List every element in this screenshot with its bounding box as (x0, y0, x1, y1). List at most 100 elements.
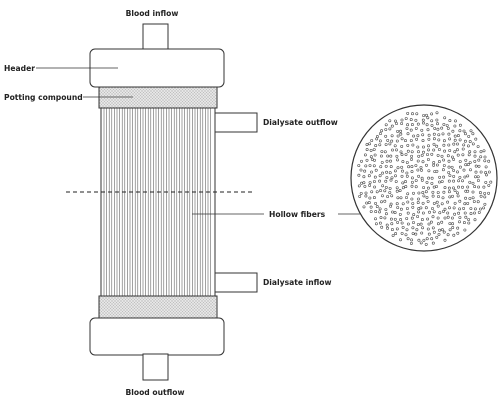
fiber-hole (461, 153, 465, 157)
fiber-hole (396, 158, 399, 162)
fiber-hole (432, 163, 436, 167)
fiber-hole (473, 150, 477, 154)
fiber-hole (411, 226, 415, 230)
fiber-hole (421, 191, 425, 195)
fiber-hole (401, 181, 405, 185)
fiber-hole (405, 228, 409, 232)
fiber-hole (396, 196, 400, 200)
fiber-hole (448, 137, 452, 141)
fiber-hole (479, 150, 483, 154)
fiber-hole (414, 179, 418, 182)
fiber-hole (414, 185, 418, 189)
fiber-hole (406, 237, 410, 241)
fiber-hole (388, 127, 392, 131)
fiber-hole (454, 119, 457, 123)
fiber-hole (462, 221, 466, 225)
fiber-hole (431, 190, 435, 194)
fiber-hole (440, 220, 444, 224)
fiber-hole (436, 204, 440, 208)
fiber-hole (401, 169, 404, 173)
fiber-hole (466, 144, 470, 148)
fiber-hole (432, 132, 436, 136)
fiber-hole (462, 206, 466, 210)
cross-section-fiber-holes (357, 111, 493, 246)
fiber-hole (384, 208, 388, 211)
fiber-hole (400, 174, 404, 178)
fiber-hole (395, 186, 399, 190)
fiber-hole (405, 217, 409, 220)
fiber-hole (469, 212, 473, 216)
fiber-hole (415, 137, 419, 141)
dialysate-outflow-port (209, 112, 258, 133)
fiber-hole (383, 150, 387, 154)
fiber-hole (435, 235, 439, 239)
fiber-hole (372, 148, 376, 151)
fiber-hole (435, 169, 439, 173)
blood-outflow-label: Blood outflow (125, 388, 184, 397)
fiber-hole (471, 132, 475, 136)
fiber-hole (426, 153, 429, 156)
fiber-hole (447, 186, 451, 190)
fiber-hole (406, 200, 410, 204)
fiber-hole (431, 226, 435, 230)
fiber-hole (473, 185, 477, 189)
fiber-hole (394, 180, 398, 183)
fiber-hole (414, 126, 418, 130)
fiber-hole (422, 186, 426, 189)
fiber-hole (363, 169, 367, 173)
fiber-hole (458, 123, 462, 127)
fiber-hole (393, 169, 397, 173)
fiber-hole (417, 150, 420, 154)
fiber-hole (409, 128, 413, 132)
fiber-hole (435, 163, 439, 167)
fiber-hole (416, 223, 420, 226)
fiber-hole (471, 196, 475, 200)
fiber-hole (456, 226, 460, 230)
fiber-hole (426, 227, 430, 231)
fiber-hole (409, 139, 413, 142)
fiber-hole (427, 222, 431, 226)
fiber-hole (393, 217, 397, 221)
fiber-hole (373, 153, 377, 157)
fiber-hole (426, 200, 430, 203)
fiber-hole (432, 185, 436, 189)
fiber-hole (401, 160, 405, 164)
fiber-bundle (100, 107, 216, 297)
fiber-hole (458, 220, 461, 224)
fiber-hole (443, 116, 447, 120)
fiber-hole (461, 147, 465, 151)
fiber-hole (447, 165, 451, 169)
fiber-hole (456, 170, 459, 174)
fiber-hole (417, 191, 421, 195)
fiber-hole (388, 142, 392, 146)
fiber-hole (448, 228, 452, 232)
fiber-hole (425, 123, 429, 127)
fiber-hole (416, 201, 420, 205)
fiber-hole (414, 164, 418, 167)
fiber-hole (410, 184, 414, 188)
fiber-hole (468, 140, 472, 144)
fiber-hole (414, 118, 418, 122)
fiber-hole (368, 183, 372, 187)
fiber-hole (396, 129, 400, 133)
fiber-hole (437, 195, 440, 198)
fiber-hole (409, 118, 413, 122)
fiber-hole (471, 190, 475, 194)
fiber-hole (466, 185, 470, 189)
fiber-hole (442, 164, 446, 167)
fiber-hole (399, 207, 403, 211)
fiber-hole (417, 238, 421, 242)
fiber-hole (400, 231, 404, 235)
fiber-hole (390, 222, 394, 226)
fiber-hole (482, 149, 486, 153)
fiber-hole (483, 202, 487, 206)
fiber-hole (453, 212, 457, 216)
fiber-hole (446, 215, 450, 219)
fiber-hole (430, 176, 434, 180)
fiber-hole (395, 139, 399, 143)
fiber-hole (436, 191, 440, 194)
fiber-hole (374, 222, 378, 226)
fiber-hole (435, 118, 439, 122)
fiber-hole (462, 129, 466, 133)
fiber-hole (391, 210, 394, 214)
